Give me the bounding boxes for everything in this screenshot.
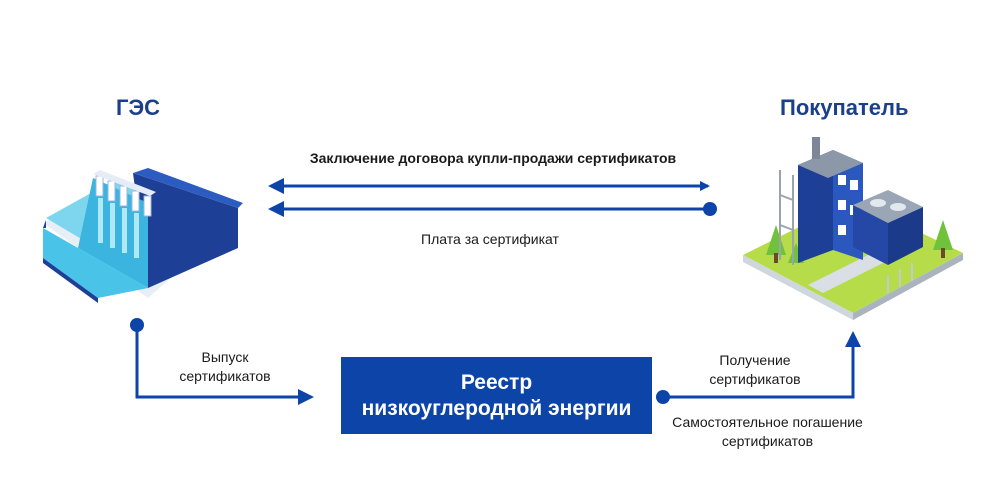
contract-label: Заключение договора купли-продажи сертиф… xyxy=(309,150,677,166)
issue-origin-dot xyxy=(130,318,144,332)
issue-label: Выпуск сертификатов xyxy=(165,348,285,386)
registry-title-line1: Реестр xyxy=(460,370,533,394)
receive-path xyxy=(663,345,855,399)
redeem-label-line2: сертификатов xyxy=(721,433,814,449)
redeem-label: Самостоятельное погашение сертификатов xyxy=(655,413,880,451)
contract-arrow-left-head xyxy=(268,178,284,194)
receive-label-line2: сертификатов xyxy=(709,371,801,387)
ges-title: ГЭС xyxy=(116,95,161,120)
buyer-title: Покупатель xyxy=(780,95,909,120)
payment-label: Плата за сертификат xyxy=(421,231,559,247)
receive-label: Получение сертификатов xyxy=(690,351,820,389)
registry-box: Реестр низкоуглеродной энергии xyxy=(341,357,652,434)
payment-origin-dot xyxy=(703,202,717,216)
receive-origin-dot xyxy=(656,390,670,404)
redeem-label-line1: Самостоятельное погашение xyxy=(672,414,863,430)
issue-label-line2: сертификатов xyxy=(179,368,271,384)
receive-arrow-head xyxy=(845,331,861,347)
factory-building-icon xyxy=(743,137,963,320)
hydro-dam-icon xyxy=(43,168,243,303)
issue-arrow-head xyxy=(298,389,314,405)
payment-arrow-head xyxy=(268,201,284,217)
issue-label-line1: Выпуск xyxy=(201,349,249,365)
registry-title-line2: низкоуглеродной энергии xyxy=(361,396,632,420)
receive-label-line1: Получение xyxy=(719,352,791,368)
issue-path xyxy=(135,325,300,399)
